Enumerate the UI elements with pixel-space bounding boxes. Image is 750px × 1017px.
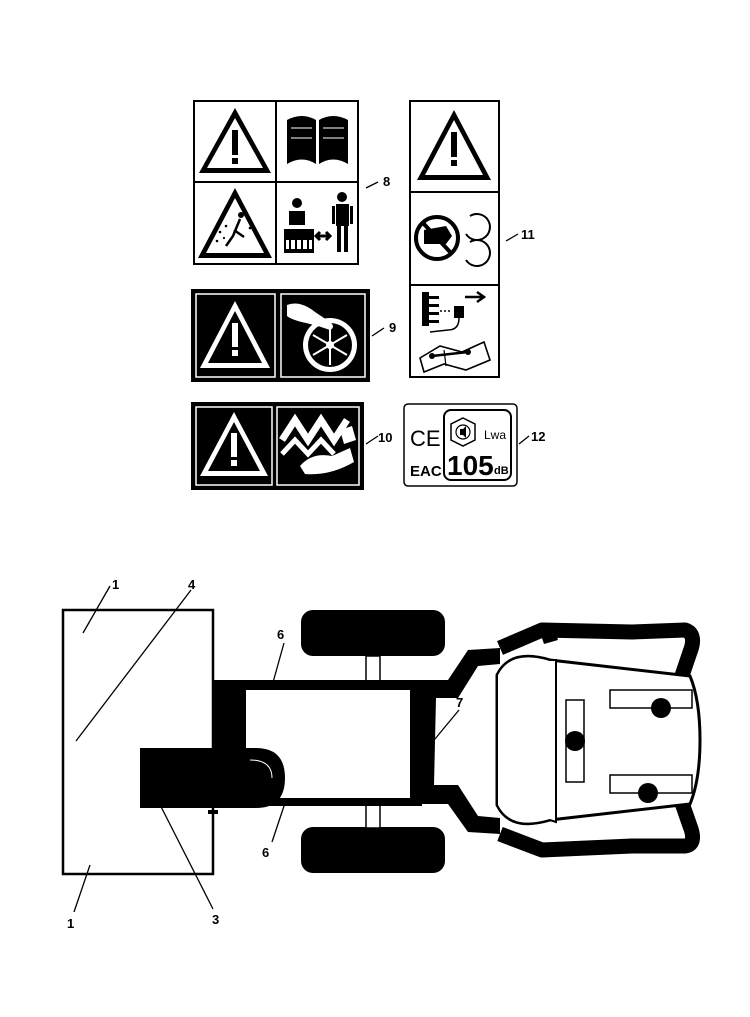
sound-unit: dB	[494, 465, 509, 477]
callout-10: 10	[378, 430, 392, 445]
frame	[420, 648, 500, 834]
snow-thrower-top-view	[61, 608, 702, 876]
callout-6-top: 6	[277, 627, 284, 642]
warning-triangle-icon	[199, 108, 271, 173]
callout-9: 9	[389, 320, 396, 335]
callout-7: 7	[456, 695, 463, 710]
disconnect-spark-plug-icon	[422, 290, 487, 333]
decal-9	[191, 289, 370, 382]
eac-mark: EAC	[410, 463, 442, 480]
callout-4: 4	[188, 577, 196, 592]
decal-8	[193, 100, 359, 265]
thrown-objects-icon	[198, 188, 272, 258]
maintenance-manual-icon	[419, 340, 491, 374]
decal-11	[409, 100, 500, 378]
sound-symbol: Lwa	[484, 428, 506, 442]
sound-value: 105	[447, 450, 494, 481]
auger-foot-hazard-icon	[279, 413, 356, 475]
control-lever-top	[609, 689, 693, 709]
callout-1-bottom: 1	[67, 916, 74, 931]
discharge-chute	[140, 748, 285, 808]
warning-triangle-icon	[200, 412, 268, 476]
no-hands-rotating-parts-icon	[414, 213, 491, 267]
sound-power-icon	[450, 417, 476, 447]
callout-6-bottom: 6	[262, 845, 269, 860]
wheel-top	[301, 610, 445, 656]
callout-12: 12	[531, 429, 545, 444]
warning-triangle-icon	[417, 110, 491, 180]
auger-housing-front	[61, 608, 215, 876]
callout-3: 3	[212, 912, 219, 927]
keep-bystanders-away-icon	[284, 192, 353, 253]
read-manual-icon	[287, 116, 348, 164]
wheel-bottom	[301, 827, 445, 873]
decal-12: CE EAC Lwa 105 dB	[403, 403, 518, 487]
callout-8: 8	[383, 174, 390, 189]
ce-mark: CE	[410, 426, 441, 451]
impeller-hand-hazard-icon	[287, 303, 357, 372]
warning-triangle-icon	[200, 301, 270, 368]
callout-1-top: 1	[112, 577, 119, 592]
callout-11: 11	[521, 227, 535, 242]
decal-10	[191, 402, 364, 490]
